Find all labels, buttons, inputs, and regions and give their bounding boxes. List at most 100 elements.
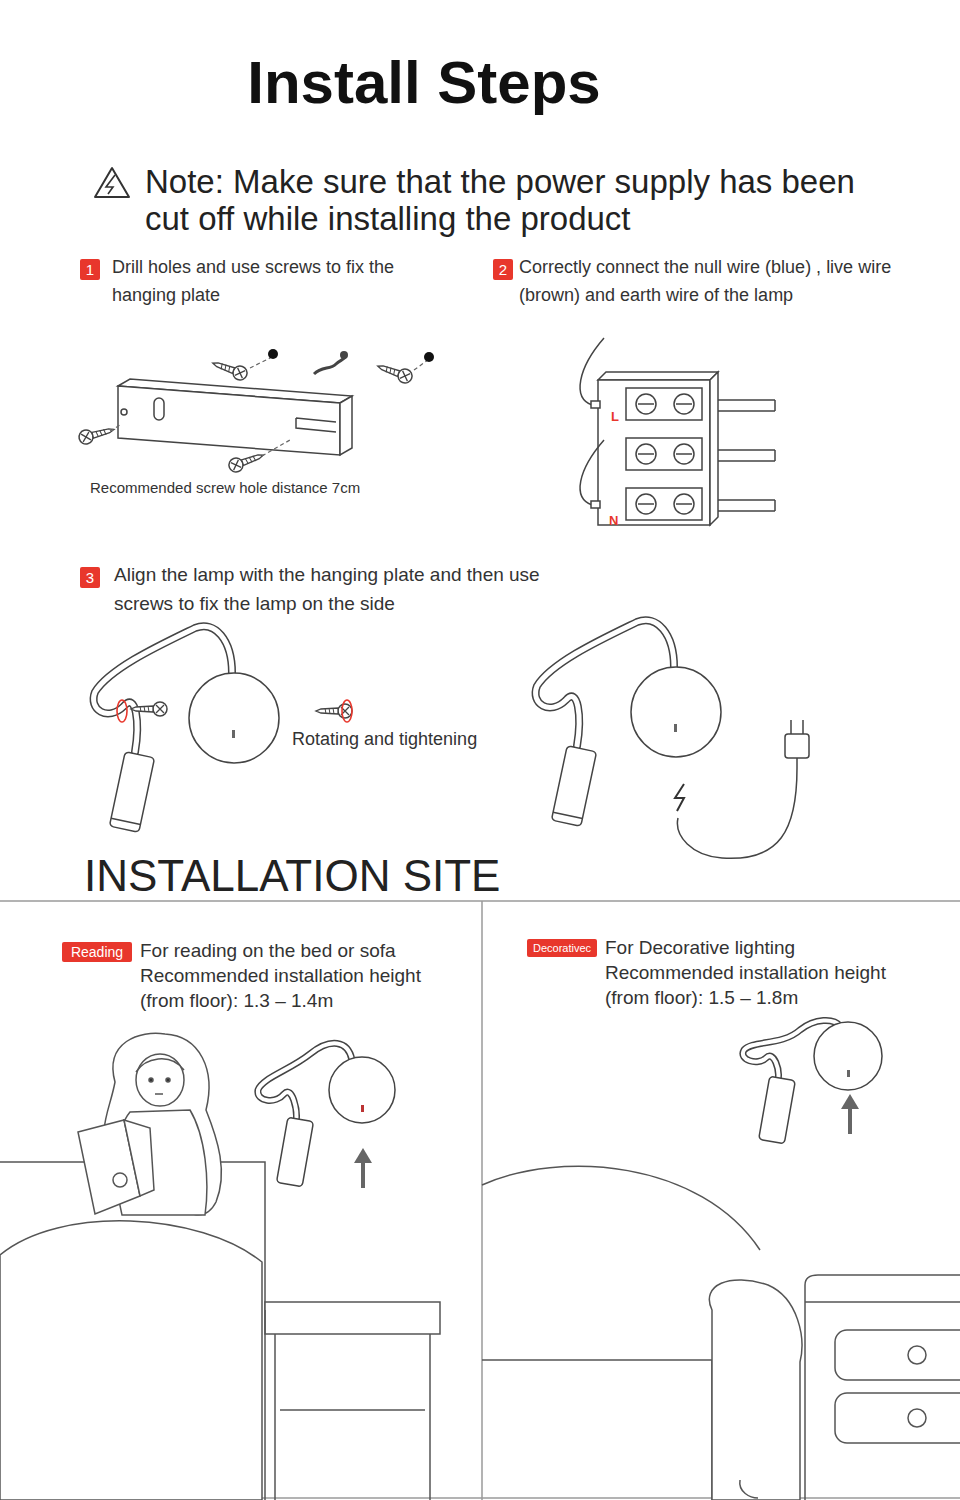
terminal-block-part (718, 400, 775, 511)
sofa-scene-part (805, 1301, 960, 1303)
reading-lamp-part (361, 1105, 364, 1112)
terminal-block-part (591, 501, 600, 508)
sofa-scene-part (482, 1360, 712, 1500)
terminal-block-part (774, 400, 776, 511)
reading-scene-part (124, 1120, 154, 1196)
height-note: Recommended installation height (from fl… (140, 964, 455, 1013)
decorative-lamp (743, 1020, 882, 1143)
screws-part (314, 356, 346, 374)
reading-scene-part (149, 1078, 153, 1082)
panel-frame (0, 901, 960, 1500)
wall-lamp-part (232, 730, 235, 738)
wall-lamp-part (109, 752, 154, 833)
reading-lamp-part (276, 1117, 313, 1187)
screws-part (227, 449, 266, 474)
terminal-label: L (611, 410, 625, 423)
terminal-block-part (598, 380, 710, 525)
wall-lamp-part-part (109, 752, 154, 833)
wall-lamp-part (117, 700, 127, 722)
terminal-block-part (676, 453, 692, 455)
power-plug-part (785, 734, 809, 758)
screws-part (210, 357, 249, 382)
reading-lamp-part (361, 1160, 365, 1188)
terminal-block-part (638, 403, 654, 405)
decorative-lamp-part (848, 1106, 852, 1134)
terminal-block-part (598, 372, 718, 380)
sofa-scene-part (835, 1330, 960, 1380)
terminal-block-part (636, 444, 656, 464)
screw-rotation-part (316, 704, 352, 718)
sofa-scene-part (805, 1275, 960, 1500)
warning-icon (95, 168, 129, 197)
badge-text: Decorativec (533, 943, 591, 954)
step-badge: 3 (80, 567, 100, 588)
panel-frame-part (0, 900, 960, 902)
screws-part (268, 349, 278, 359)
decorative-lamp-part (847, 1070, 850, 1077)
terminal-block-part (638, 503, 654, 505)
section-heading: INSTALLATION SITE (84, 854, 644, 898)
step-text: Correctly connect the null wire (blue) ,… (519, 254, 949, 310)
use-case: For Decorative lighting (605, 936, 935, 961)
hanging-plate-part (340, 396, 352, 455)
reading-scene (0, 1033, 440, 1500)
screws-part (110, 357, 428, 456)
wall-lamp-plugged-part-part (553, 812, 582, 818)
power-plug-part (677, 758, 797, 858)
reading-lamp-part (354, 1148, 372, 1163)
wall-lamp-part (131, 702, 167, 716)
reading-scene-part (265, 1310, 430, 1500)
action-note: Rotating and tightening (292, 729, 522, 751)
wall-lamp-part-part (111, 818, 140, 824)
terminal-block-part (674, 394, 694, 414)
hanging-plate (118, 379, 352, 455)
decorative-lamp-part (759, 1076, 796, 1144)
sofa-scene (482, 1166, 960, 1500)
terminal-label: N (609, 514, 623, 527)
decorative-lamp-part (814, 1022, 882, 1090)
wall-lamp-plugged-part (674, 724, 677, 732)
badge-text: Reading (71, 945, 123, 959)
panel-frame-part (481, 901, 483, 1500)
height-note: Recommended installation height (from fl… (605, 961, 920, 1010)
terminal-block-part (591, 401, 600, 408)
terminal-block-part (638, 453, 654, 455)
wall-lamp-plugged-part-part (551, 746, 596, 827)
screws-part (424, 352, 434, 362)
power-plug-part (675, 784, 684, 811)
step-text: Align the lamp with the hanging plate an… (114, 561, 584, 618)
reading-scene-part (113, 1173, 127, 1187)
decorative-lamp-part-part (759, 1076, 796, 1144)
power-plug (675, 720, 809, 858)
warning-icon-part (106, 175, 115, 194)
terminal-block-part (676, 403, 692, 405)
badge-text: 2 (499, 262, 507, 277)
page-title: Install Steps (0, 50, 848, 116)
terminal-block-part (676, 503, 692, 505)
hanging-plate-part (154, 398, 164, 420)
decorative-lamp-part (841, 1094, 859, 1109)
power-plug-part (791, 720, 803, 734)
hanging-plate-part (296, 418, 336, 432)
terminal-block-part (580, 440, 604, 505)
terminal-block-part (636, 394, 656, 414)
terminal-block-part (580, 338, 604, 405)
terminal-block (580, 338, 775, 525)
hanging-plate-part (118, 386, 340, 455)
use-case: For reading on the bed or sofa (140, 939, 470, 964)
dimension-note: Recommended screw hole distance 7cm (90, 479, 450, 497)
tag-badge: Decorativec (527, 939, 597, 957)
sofa-scene-part (709, 1280, 802, 1500)
step-badge: 2 (493, 259, 513, 280)
sofa-scene-part (908, 1346, 926, 1364)
reading-scene-part (166, 1078, 170, 1082)
wall-lamp-plugged (536, 620, 721, 826)
reading-scene-part (136, 1054, 184, 1106)
step-text: Drill holes and use screws to fix the ha… (112, 254, 432, 310)
sofa-scene-part (835, 1393, 960, 1443)
badge-text: 3 (86, 570, 94, 585)
terminal-block-part (626, 438, 702, 470)
safety-note: Note: Make sure that the power supply ha… (145, 164, 905, 238)
wall-lamp-plugged-part (631, 667, 721, 757)
